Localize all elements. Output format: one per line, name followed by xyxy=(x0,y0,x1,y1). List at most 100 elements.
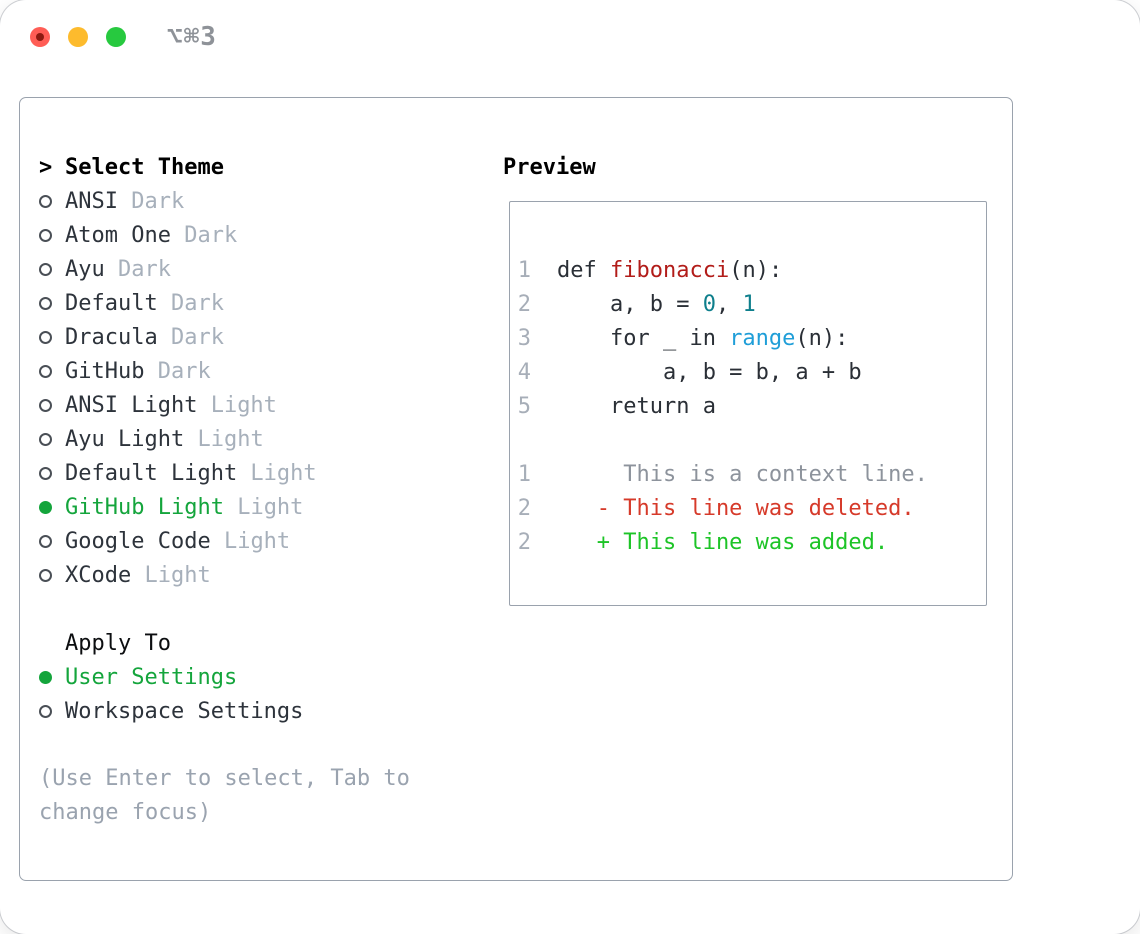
theme-option-label: GitHub Light xyxy=(65,494,224,520)
radio-icon xyxy=(39,398,52,412)
theme-option[interactable]: ANSI Dark xyxy=(39,184,463,218)
line-number: 4 xyxy=(517,359,531,385)
theme-list-header: > Select Theme xyxy=(39,150,463,184)
code-token: a, b = b, a + b xyxy=(557,359,862,385)
radio-selected-icon xyxy=(39,670,52,684)
line-number: 2 xyxy=(517,529,531,555)
code-line: 1 def fibonacci(n): xyxy=(517,253,986,287)
code-token: + This line was added. xyxy=(557,529,889,555)
apply-option[interactable]: Workspace Settings xyxy=(39,694,463,728)
theme-option-variant: Dark xyxy=(170,222,238,248)
code-token: 0 xyxy=(702,291,716,317)
theme-option-variant: Light xyxy=(223,494,304,520)
minimize-traffic-light-icon[interactable] xyxy=(68,27,88,47)
titlebar: ⌥⌘3 xyxy=(0,0,1140,74)
radio-selected-icon xyxy=(39,500,52,514)
zoom-traffic-light-icon[interactable] xyxy=(106,27,126,47)
apply-option[interactable]: User Settings xyxy=(39,660,463,694)
theme-option-label: Default xyxy=(65,290,158,316)
theme-option-variant: Light xyxy=(131,562,211,588)
theme-option[interactable]: GitHub Light Light xyxy=(39,490,463,524)
code-token: fibonacci xyxy=(609,257,730,283)
code-content: def fibonacci(n): xyxy=(557,258,782,283)
theme-option-label: XCode xyxy=(65,562,132,588)
code-content: for _ in range(n): xyxy=(557,326,848,351)
line-number: 5 xyxy=(517,393,531,419)
theme-option-variant: Light xyxy=(197,392,277,418)
theme-option-label: GitHub xyxy=(65,358,145,384)
line-number: 1 xyxy=(517,461,531,487)
radio-icon xyxy=(39,194,52,208)
theme-option[interactable]: Dracula Dark xyxy=(39,320,463,354)
radio-icon xyxy=(39,534,52,548)
theme-option[interactable]: Google Code Light xyxy=(39,524,463,558)
prompt-icon: > xyxy=(39,154,53,180)
radio-icon xyxy=(39,466,52,480)
window-shortcut-label: ⌥⌘3 xyxy=(167,22,217,52)
theme-option-variant: Light xyxy=(210,528,291,554)
line-number: 2 xyxy=(517,291,531,317)
theme-option[interactable]: Ayu Dark xyxy=(39,252,463,286)
code-line: 2 + This line was added. xyxy=(517,525,986,559)
theme-option[interactable]: Default Light Light xyxy=(39,456,463,490)
theme-option[interactable]: XCode Light xyxy=(39,558,463,592)
code-line: 3 for _ in range(n): xyxy=(517,321,986,355)
code-token: (n): xyxy=(729,257,783,283)
code-line: 2 a, b = 0, 1 xyxy=(517,287,986,321)
code-content: This is a context line. xyxy=(557,462,928,487)
code-token: return a xyxy=(557,393,716,419)
radio-icon xyxy=(39,432,52,446)
theme-option-variant: Dark xyxy=(157,290,224,316)
code-token: This is a context line. xyxy=(557,461,928,487)
code-content: - This line was deleted. xyxy=(557,496,915,521)
code-token: a, b = xyxy=(557,291,703,317)
code-content: + This line was added. xyxy=(557,530,888,555)
radio-icon xyxy=(39,228,52,242)
code-content: a, b = 0, 1 xyxy=(557,292,756,317)
apply-to-header: Apply To xyxy=(39,626,463,660)
code-line: 4 a, b = b, a + b xyxy=(517,355,986,389)
theme-option-label: Dracula xyxy=(65,324,158,350)
theme-option-label: Atom One xyxy=(65,222,171,248)
theme-option[interactable]: GitHub Dark xyxy=(39,354,463,388)
radio-icon xyxy=(39,704,52,718)
code-line xyxy=(517,423,986,457)
theme-option-variant: Dark xyxy=(144,358,211,384)
theme-option-label: Ayu Light xyxy=(65,426,185,452)
spacer xyxy=(39,592,463,626)
radio-icon xyxy=(39,568,52,582)
apply-option-label: Workspace Settings xyxy=(65,698,304,724)
theme-option-variant: Dark xyxy=(117,188,185,214)
theme-option-variant: Dark xyxy=(157,324,224,350)
code-content: return a xyxy=(557,394,716,419)
theme-option[interactable]: Default Dark xyxy=(39,286,463,320)
line-number: 3 xyxy=(517,325,531,351)
code-line: 1 This is a context line. xyxy=(517,457,986,491)
code-token: 1 xyxy=(742,291,756,317)
theme-option-label: Ayu xyxy=(65,256,105,282)
theme-option[interactable]: ANSI Light Light xyxy=(39,388,463,422)
theme-option[interactable]: Atom One Dark xyxy=(39,218,463,252)
line-number: 1 xyxy=(517,257,531,283)
code-token: (n): xyxy=(795,325,849,351)
apply-option-label: User Settings xyxy=(65,664,238,690)
theme-option-label: ANSI xyxy=(65,188,118,214)
theme-option-label: Default Light xyxy=(65,460,238,486)
close-traffic-light-icon[interactable] xyxy=(30,27,50,47)
theme-option-label: ANSI Light xyxy=(65,392,198,418)
code-line: 2 - This line was deleted. xyxy=(517,491,986,525)
radio-icon xyxy=(39,330,52,344)
theme-option[interactable]: Ayu Light Light xyxy=(39,422,463,456)
theme-option-variant: Light xyxy=(237,460,317,486)
line-number: 2 xyxy=(517,495,531,521)
theme-option-variant: Light xyxy=(184,426,264,452)
code-content: a, b = b, a + b xyxy=(557,360,862,385)
code-token: def xyxy=(557,257,610,283)
radio-icon xyxy=(39,296,52,310)
